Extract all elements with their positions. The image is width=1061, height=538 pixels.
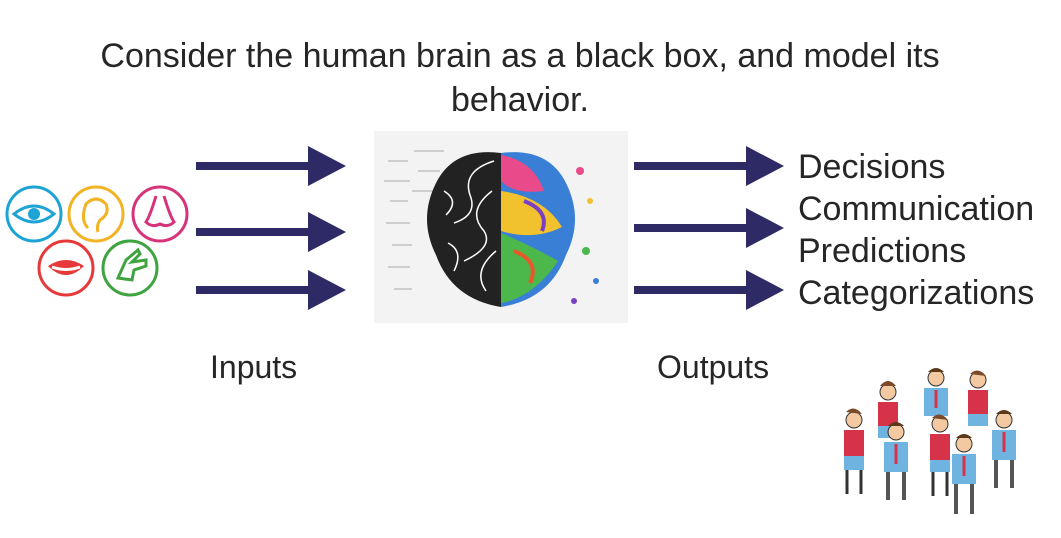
person-figure bbox=[968, 370, 988, 426]
person-figure bbox=[844, 408, 864, 494]
people-group-image bbox=[844, 368, 1016, 514]
output-item: Predictions bbox=[798, 232, 967, 270]
input-arrow-2 bbox=[196, 212, 346, 252]
inputs-label: Inputs bbox=[210, 349, 298, 385]
output-item: Communication bbox=[798, 190, 1035, 228]
person-figure bbox=[924, 368, 948, 416]
hand-icon bbox=[101, 239, 159, 297]
outputs-label: Outputs bbox=[657, 349, 770, 385]
ear-icon bbox=[67, 185, 125, 243]
input-arrow-1 bbox=[196, 146, 346, 186]
diagram-title: Consider the human brain as a black box,… bbox=[100, 37, 940, 119]
outputs-list: Decisions Communication Predictions Cate… bbox=[798, 146, 1034, 314]
senses-icons bbox=[5, 185, 189, 297]
person-figure bbox=[930, 414, 950, 496]
person-figure bbox=[952, 434, 976, 514]
output-item: Categorizations bbox=[798, 274, 1035, 312]
mouth-icon bbox=[37, 239, 95, 297]
output-arrow-2 bbox=[634, 208, 784, 248]
nose-icon bbox=[131, 185, 189, 243]
person-figure bbox=[992, 410, 1016, 488]
input-arrow-3 bbox=[196, 270, 346, 310]
output-arrow-3 bbox=[634, 270, 784, 310]
brain-image bbox=[374, 131, 628, 323]
person-figure bbox=[884, 422, 908, 500]
output-item: Decisions bbox=[798, 148, 946, 186]
output-arrow-1 bbox=[634, 146, 784, 186]
eye-icon bbox=[5, 185, 63, 243]
